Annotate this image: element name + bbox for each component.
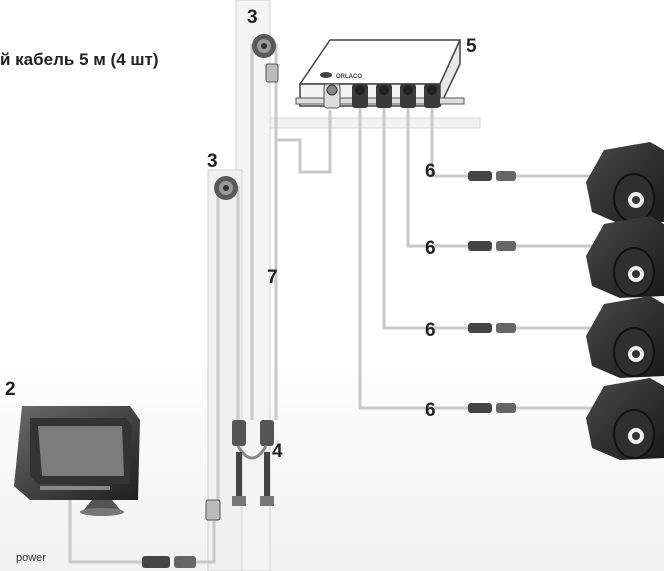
label-conn-1: 6 [425,161,436,182]
mast-cable [216,44,332,520]
camera-1 [586,142,664,224]
label-joint: 4 [272,441,283,462]
connector-pair-2 [468,241,516,251]
label-cable: 7 [267,267,278,288]
connector-pair-1 [468,171,516,181]
pulley-mid [214,176,238,200]
hub-port-3 [376,84,392,108]
camera-2 [586,216,664,298]
monitor [14,406,140,516]
camera-3 [586,296,664,378]
power-cable [68,500,216,564]
label-conn-3: 6 [425,320,436,341]
hub-port-5 [424,84,440,108]
label-pulley-top: 3 [247,7,258,28]
clamp-lower [205,499,221,521]
label-conn-4: 6 [425,400,436,421]
hub-port-4 [400,84,416,108]
power-connector [142,556,196,568]
connector-pair-4 [468,403,516,413]
label-hub: 5 [466,36,477,57]
hub-port-2 [352,84,368,108]
camera-cables [358,108,600,410]
swivel-joint [232,420,274,506]
power-label: power [16,552,46,564]
label-conn-2: 6 [425,238,436,259]
connector-pair-3 [468,323,516,333]
cable-caption: й кабель 5 м (4 шт) [0,50,159,69]
camera-4 [586,378,664,460]
brand-text: ORLACO [336,74,362,80]
label-monitor: 2 [5,379,16,400]
pulley-top [252,34,279,83]
label-pulley-mid: 3 [207,151,218,172]
hub-box: ORLACO [295,39,465,109]
hub-port-1 [323,83,341,109]
